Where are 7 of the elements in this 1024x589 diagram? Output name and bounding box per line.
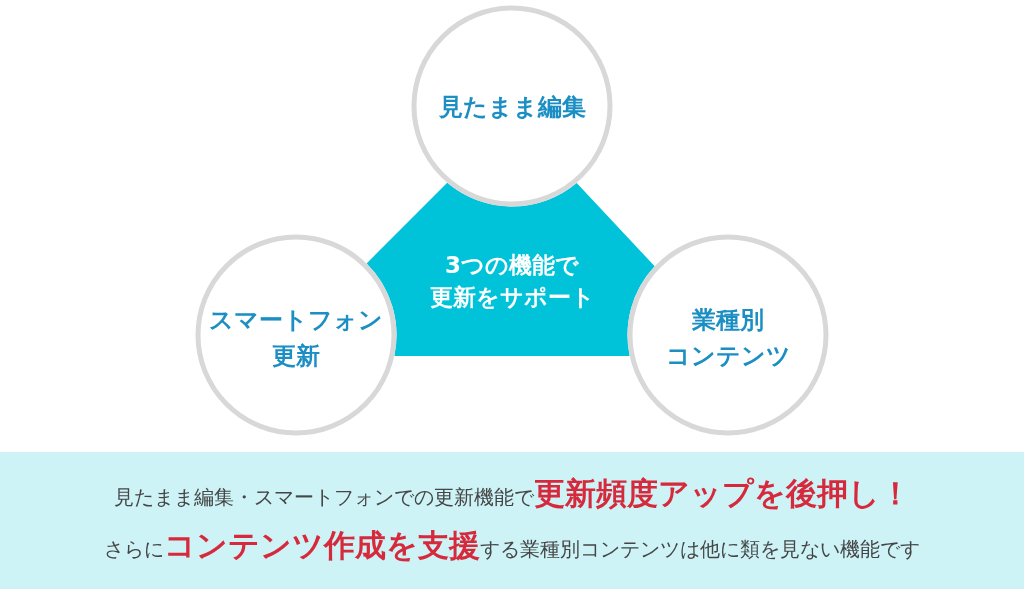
feature-label: 見たまま編集 bbox=[437, 92, 587, 123]
summary-text: さらにコンテンツ作成を支援する業種別コンテンツは他に類を見ない機能です bbox=[104, 525, 920, 565]
center-label: 3つの機能で更新をサポート bbox=[428, 250, 596, 312]
summary-text: 見たまま編集・スマートフォンでの更新機能で更新頻度アップを後押し！ bbox=[113, 473, 911, 513]
summary-band bbox=[0, 452, 1024, 589]
feature-label: スマートフォン更新 bbox=[208, 305, 384, 372]
feature-label: 業種別コンテンツ bbox=[664, 305, 792, 372]
